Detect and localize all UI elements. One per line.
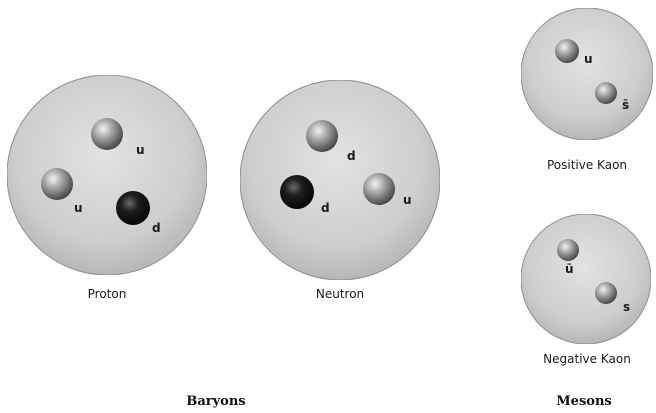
neutron-quark-2 [280, 175, 314, 209]
baryons-label: Baryons [186, 394, 245, 409]
positive-kaon-particle: u s̄ [521, 8, 653, 140]
neutron-quark-3 [363, 173, 395, 205]
positive-kaon-quark-1-label: u [584, 52, 593, 66]
negative-kaon-particle: ūs [521, 214, 651, 344]
negative-kaon-quark-2 [595, 282, 617, 304]
neutron-quark-1 [306, 120, 338, 152]
neutron-quark-2-label: d [321, 201, 330, 215]
proton-quark-1-label: u [136, 143, 145, 157]
positive-kaon-quark-2-label: s̄ [622, 98, 629, 112]
negative-kaon-quark-1-label: ū [565, 262, 574, 276]
proton-quark-2-label: u [74, 201, 83, 215]
neutron-sphere [240, 80, 440, 280]
neutron-quark-3-label: u [403, 193, 412, 207]
positive-kaon-quark-2 [595, 82, 617, 104]
proton-particle: u u d [7, 75, 207, 275]
neutron-particle: d d u [240, 80, 440, 280]
neutron-caption: Neutron [316, 287, 364, 301]
proton-sphere [7, 75, 207, 275]
negative-kaon-quark-2-label: s [623, 300, 630, 314]
proton-quark-3 [116, 191, 150, 225]
positive-kaon-sphere [521, 8, 653, 140]
positive-kaon-caption: Positive Kaon [547, 158, 627, 172]
proton-caption: Proton [88, 287, 127, 301]
negative-kaon-caption: Negative Kaon [543, 352, 631, 366]
negative-kaon-sphere [521, 214, 651, 344]
negative-kaon-quark-1 [557, 239, 579, 261]
proton-quark-2 [41, 168, 73, 200]
mesons-label: Mesons [556, 394, 611, 409]
proton-quark-3-label: d [152, 221, 161, 235]
proton-quark-1 [91, 118, 123, 150]
neutron-quark-1-label: d [347, 149, 356, 163]
positive-kaon-quark-1 [555, 39, 579, 63]
